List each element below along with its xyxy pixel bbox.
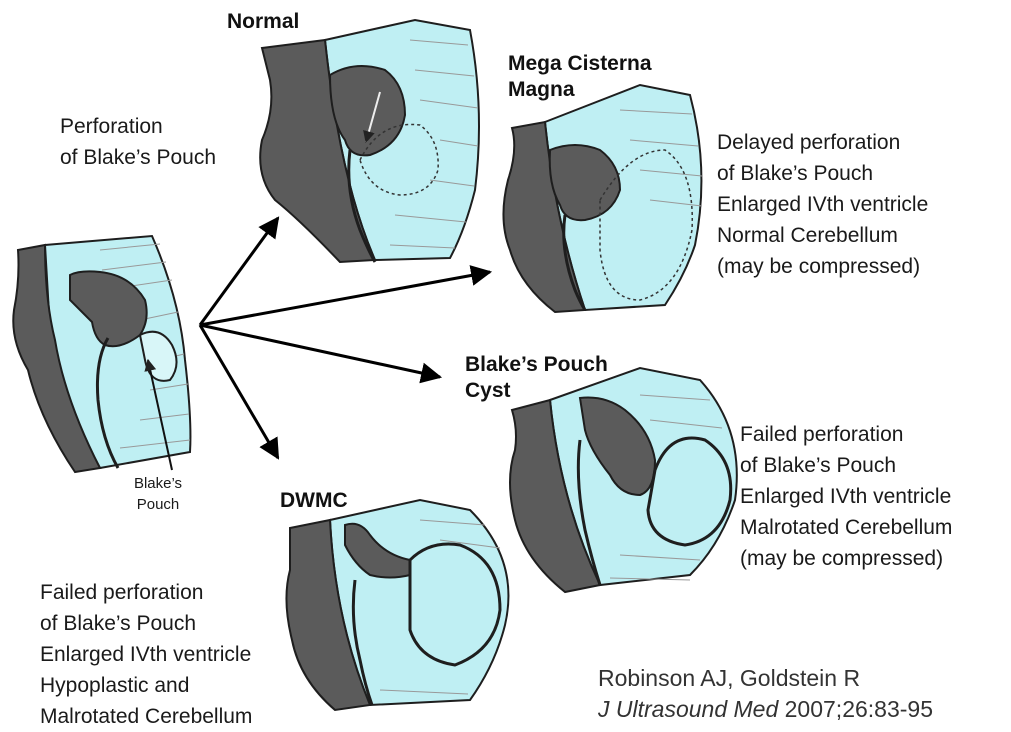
bpc-note-line-2: of Blake’s Pouch: [740, 450, 952, 481]
dwmc-note-line-5: Malrotated Cerebellum: [40, 701, 252, 732]
bpc-title-line-1: Blake’s Pouch: [465, 352, 608, 378]
arrow-to-dwmc: [200, 325, 278, 458]
bpc-title: Blake’s Pouch Cyst: [465, 352, 608, 404]
arrow-to-bpc: [200, 325, 440, 377]
citation-authors: Robinson AJ, Goldstein R: [598, 663, 933, 694]
dwmc-note-line-3: Enlarged IVth ventricle: [40, 639, 252, 670]
normal-title: Normal: [227, 9, 299, 35]
source-label: Blake’s Pouch: [122, 473, 194, 515]
mega-diagram: [503, 85, 702, 312]
mega-note-line-1: Delayed perforation: [717, 127, 928, 158]
arrow-to-normal: [200, 218, 278, 325]
dwmc-title: DWMC: [280, 488, 348, 514]
bpc-note: Failed perforation of Blake’s Pouch Enla…: [740, 419, 952, 574]
source-diagram: [13, 236, 190, 472]
bpc-note-line-3: Enlarged IVth ventricle: [740, 481, 952, 512]
dwmc-note-line-4: Hypoplastic and: [40, 670, 252, 701]
dwmc-note-line-2: of Blake’s Pouch: [40, 608, 252, 639]
bpc-note-line-5: (may be compressed): [740, 543, 952, 574]
dwmc-note-line-1: Failed perforation: [40, 577, 252, 608]
perforation-note-line-2: of Blake’s Pouch: [60, 142, 216, 173]
mega-title-line-2: Magna: [508, 77, 652, 103]
citation-journal: J Ultrasound Med: [598, 696, 778, 722]
dwmc-diagram: [286, 500, 508, 710]
bpc-note-line-1: Failed perforation: [740, 419, 952, 450]
citation: Robinson AJ, Goldstein R J Ultrasound Me…: [598, 663, 933, 725]
perforation-note: Perforation of Blake’s Pouch: [60, 111, 216, 173]
perforation-note-line-1: Perforation: [60, 111, 216, 142]
mega-note-line-4: Normal Cerebellum: [717, 220, 928, 251]
normal-diagram: [260, 20, 479, 262]
dwmc-note: Failed perforation of Blake’s Pouch Enla…: [40, 577, 252, 732]
bpc-title-line-2: Cyst: [465, 378, 608, 404]
mega-note-line-5: (may be compressed): [717, 251, 928, 282]
mega-title: Mega Cisterna Magna: [508, 51, 652, 103]
mega-title-line-1: Mega Cisterna: [508, 51, 652, 77]
bpc-note-line-4: Malrotated Cerebellum: [740, 512, 952, 543]
mega-note: Delayed perforation of Blake’s Pouch Enl…: [717, 127, 928, 282]
source-label-line-2: Pouch: [122, 494, 194, 515]
citation-ref: 2007;26:83-95: [778, 696, 933, 722]
mega-note-line-3: Enlarged IVth ventricle: [717, 189, 928, 220]
mega-note-line-2: of Blake’s Pouch: [717, 158, 928, 189]
arrow-to-mega: [200, 272, 490, 325]
source-label-line-1: Blake’s: [122, 473, 194, 494]
